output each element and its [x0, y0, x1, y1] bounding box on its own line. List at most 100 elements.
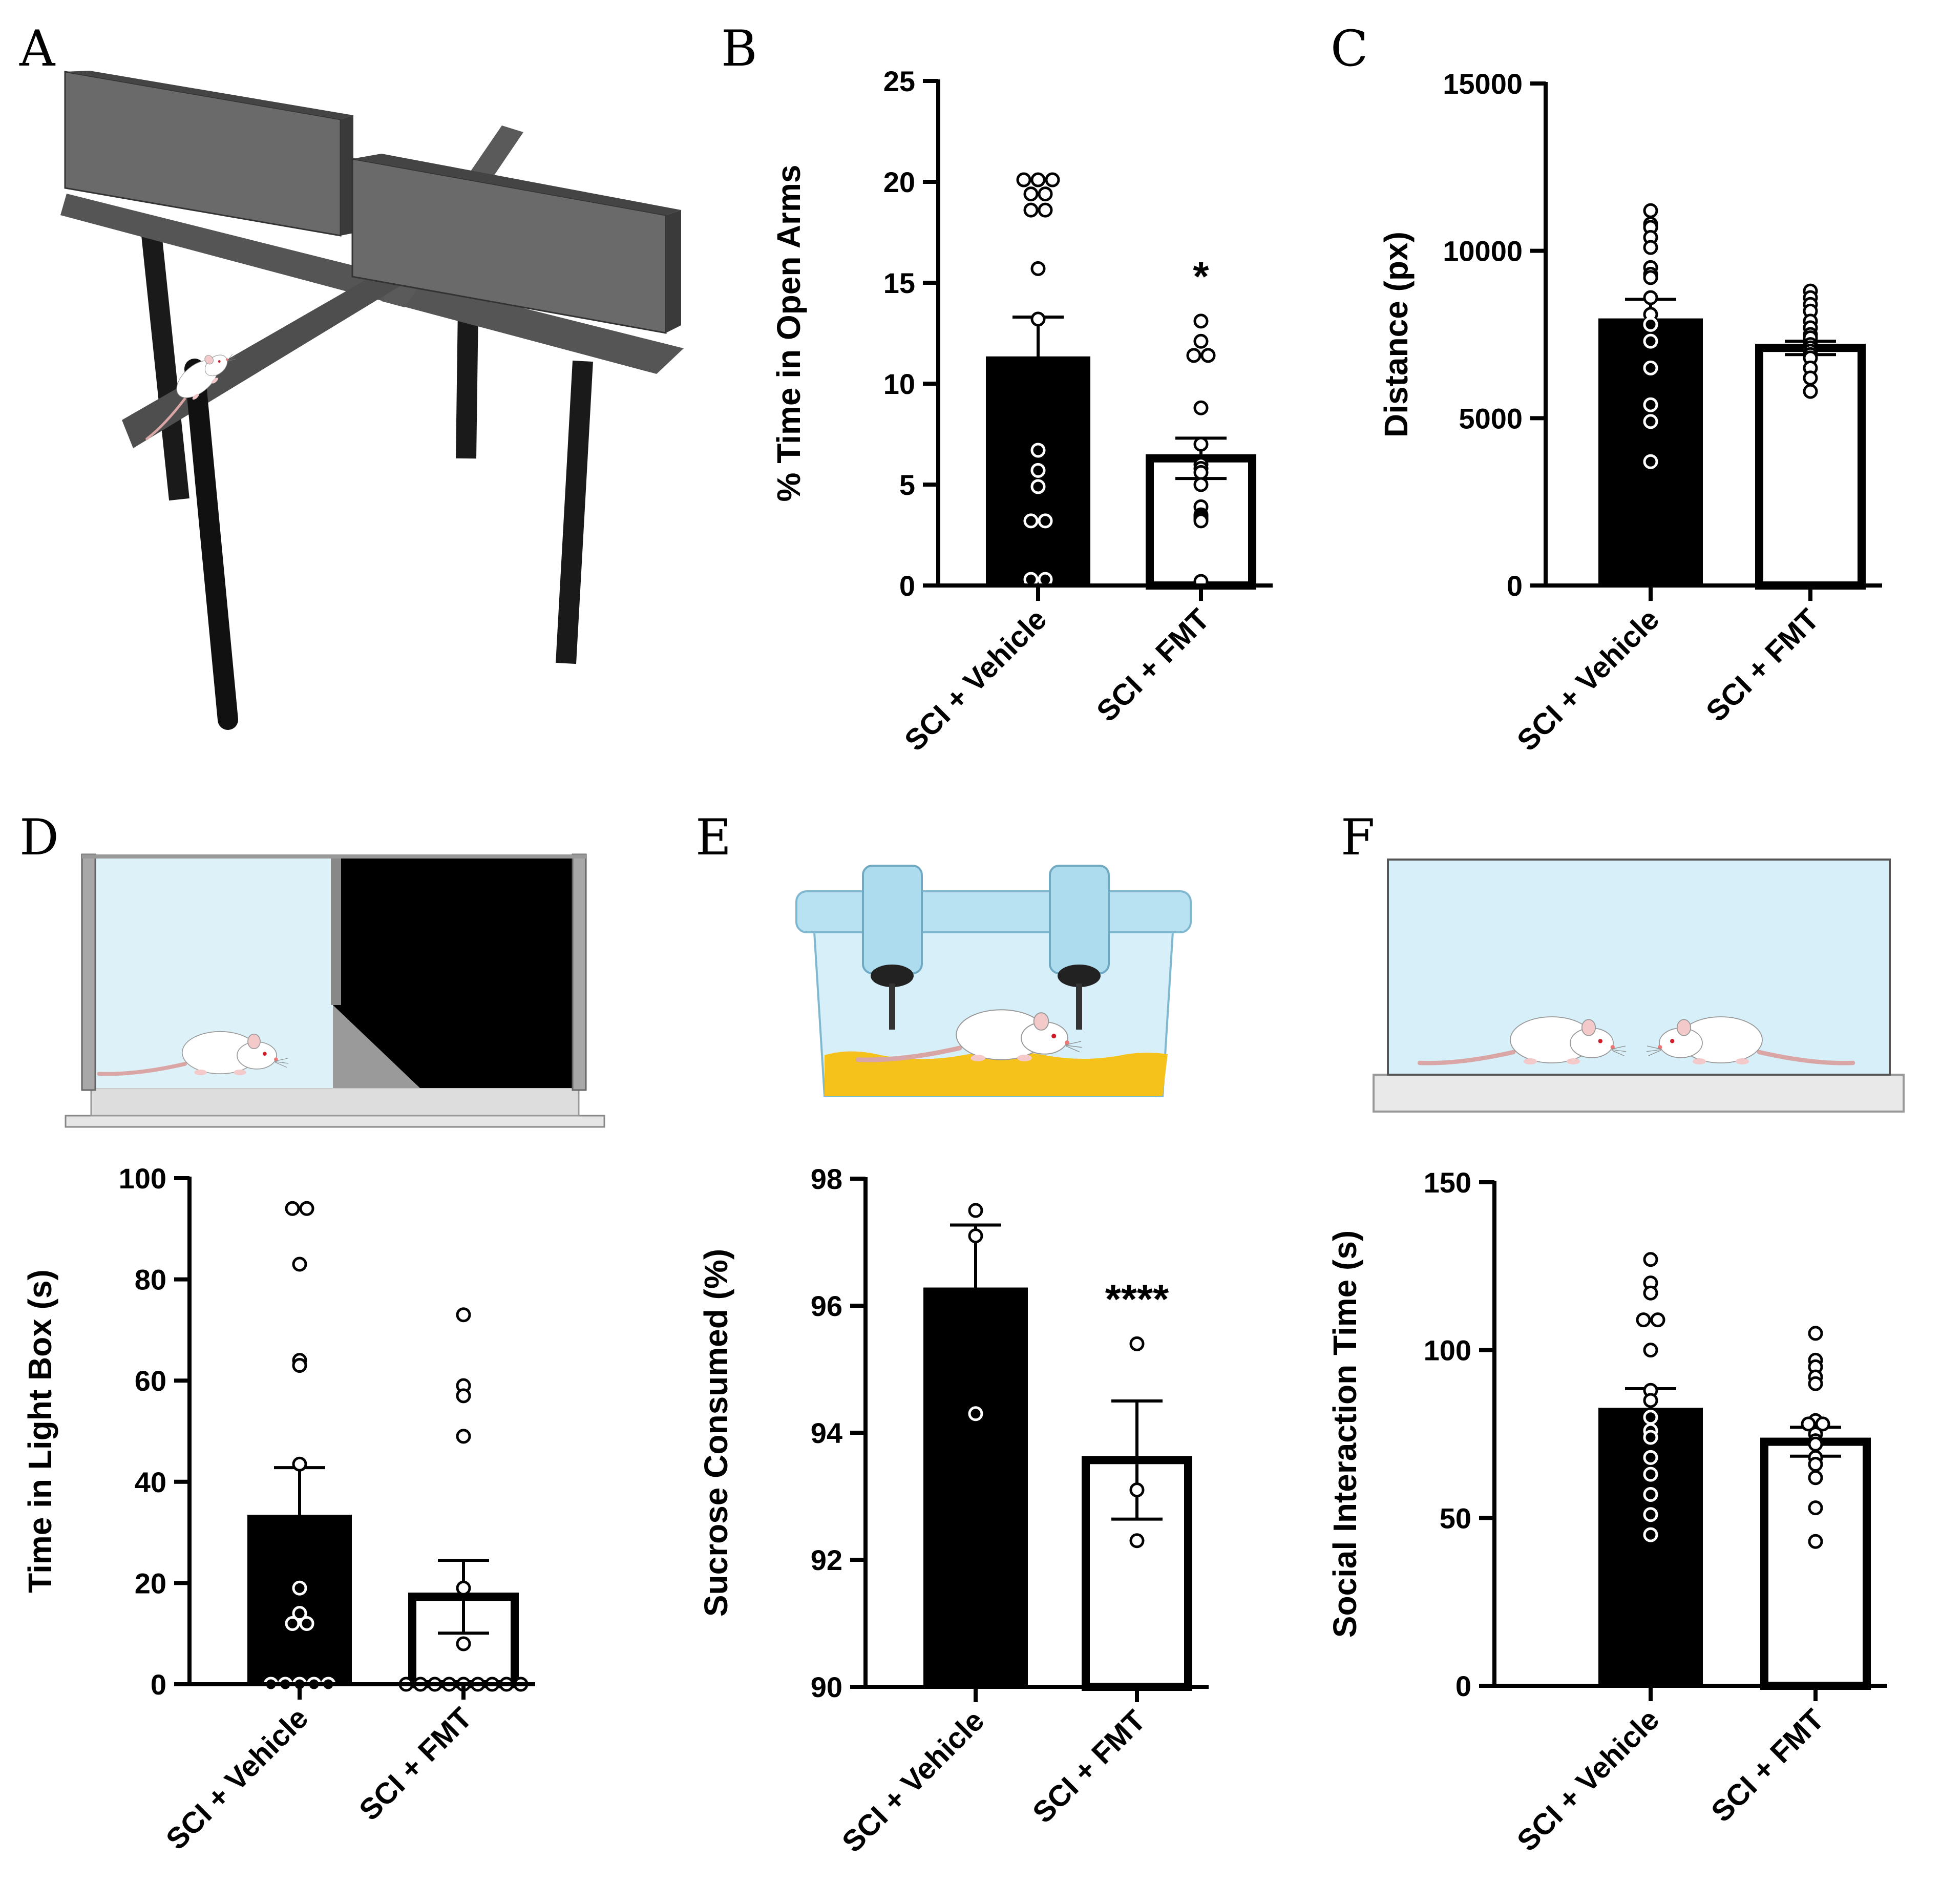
social-arena-icon [1373, 859, 1905, 1113]
data-point [1038, 513, 1053, 529]
significance-marker: **** [1105, 1276, 1169, 1322]
data-point [1808, 1470, 1823, 1485]
data-point [292, 1606, 307, 1621]
data-point [1030, 479, 1046, 494]
y-tick-label: 40 [135, 1466, 166, 1498]
category-label: SCI + Vehicle [1511, 1703, 1665, 1857]
data-point [1643, 1527, 1658, 1542]
category-label: SCI + Vehicle [1511, 602, 1665, 757]
y-tick-label: 0 [1507, 570, 1523, 602]
y-tick-label: 0 [1455, 1670, 1471, 1702]
bar [247, 1514, 352, 1686]
category-label: SCI + FMT [1026, 1704, 1152, 1829]
data-point [1643, 1487, 1658, 1502]
data-point [285, 1616, 300, 1631]
data-point [1808, 1326, 1823, 1341]
data-point [1030, 261, 1046, 276]
data-point [1038, 186, 1053, 202]
data-point [1129, 1482, 1145, 1498]
data-point [1030, 463, 1046, 478]
data-point [1808, 1456, 1823, 1472]
panel-label-e: E [695, 809, 731, 866]
data-point [1186, 348, 1201, 363]
y-tick-label: 0 [151, 1668, 166, 1701]
category-label: SCI + Vehicle [160, 1701, 314, 1856]
y-tick-label: 25 [883, 65, 915, 97]
data-point [1803, 384, 1818, 399]
data-point [1643, 240, 1658, 255]
data-point [292, 1456, 307, 1472]
data-point [1193, 477, 1209, 492]
category-label: SCI + Vehicle [898, 602, 1053, 757]
data-point [1808, 1376, 1823, 1391]
y-tick-label: 98 [811, 1163, 842, 1195]
category-label: SCI + Vehicle [836, 1704, 990, 1858]
y-tick-label: 10 [883, 368, 915, 400]
y-axis-label: Sucrose Consumed (%) [698, 1249, 734, 1617]
panel-label-d: D [19, 809, 59, 866]
data-point [1038, 202, 1053, 218]
data-point [1643, 1285, 1658, 1301]
data-point [1643, 414, 1658, 429]
data-point [1643, 1393, 1658, 1408]
data-point [456, 1307, 471, 1323]
data-point [1193, 436, 1209, 452]
data-point [1643, 317, 1658, 332]
category-label: SCI + FMT [1090, 602, 1216, 728]
data-point [1129, 1533, 1145, 1549]
data-point [1643, 360, 1658, 375]
data-point [1801, 1416, 1816, 1432]
data-point [1643, 270, 1658, 285]
data-point [299, 1616, 314, 1631]
significance-marker: * [1193, 254, 1209, 299]
bar [1598, 318, 1703, 587]
y-axis-label: % Time in Open Arms [770, 165, 807, 502]
panel-label-f: F [1341, 809, 1375, 866]
bar [923, 1287, 1028, 1688]
data-point [1808, 1534, 1823, 1549]
data-point [1808, 1500, 1823, 1516]
data-point [1193, 465, 1209, 480]
data-point [1045, 172, 1060, 187]
data-point [1643, 290, 1658, 305]
data-point [1643, 1507, 1658, 1522]
data-point [1643, 397, 1658, 412]
panel-label-a: A [19, 20, 56, 77]
data-point [292, 1580, 307, 1596]
data-point [1815, 1416, 1830, 1432]
y-axis-label: Time in Light Box (s) [22, 1269, 58, 1593]
y-tick-label: 20 [135, 1567, 166, 1599]
y-tick-label: 10000 [1443, 235, 1523, 267]
data-point [968, 1203, 983, 1218]
data-point [1650, 1312, 1665, 1328]
sucrose-cage-icon [795, 865, 1192, 1097]
data-point [1643, 1467, 1658, 1482]
y-tick-label: 100 [119, 1162, 166, 1195]
y-tick-label: 92 [811, 1544, 842, 1576]
data-point [1643, 203, 1658, 218]
data-point [292, 1358, 307, 1373]
data-point [1643, 1430, 1658, 1445]
data-point [1023, 513, 1039, 529]
y-tick-label: 15 [883, 267, 915, 299]
data-point [1193, 513, 1209, 529]
category-label: SCI + FMT [1705, 1703, 1830, 1828]
y-tick-label: 80 [135, 1264, 166, 1296]
data-point [1193, 313, 1209, 329]
data-point [1643, 333, 1658, 349]
data-point [456, 1580, 471, 1596]
data-point [1023, 186, 1039, 202]
y-tick-label: 5 [899, 469, 915, 501]
data-point [1643, 454, 1658, 469]
data-point [292, 1257, 307, 1272]
data-point [456, 1388, 471, 1404]
category-label: SCI + FMT [353, 1701, 478, 1827]
y-tick-label: 0 [899, 570, 915, 602]
elevated-plus-maze-icon [60, 71, 684, 730]
